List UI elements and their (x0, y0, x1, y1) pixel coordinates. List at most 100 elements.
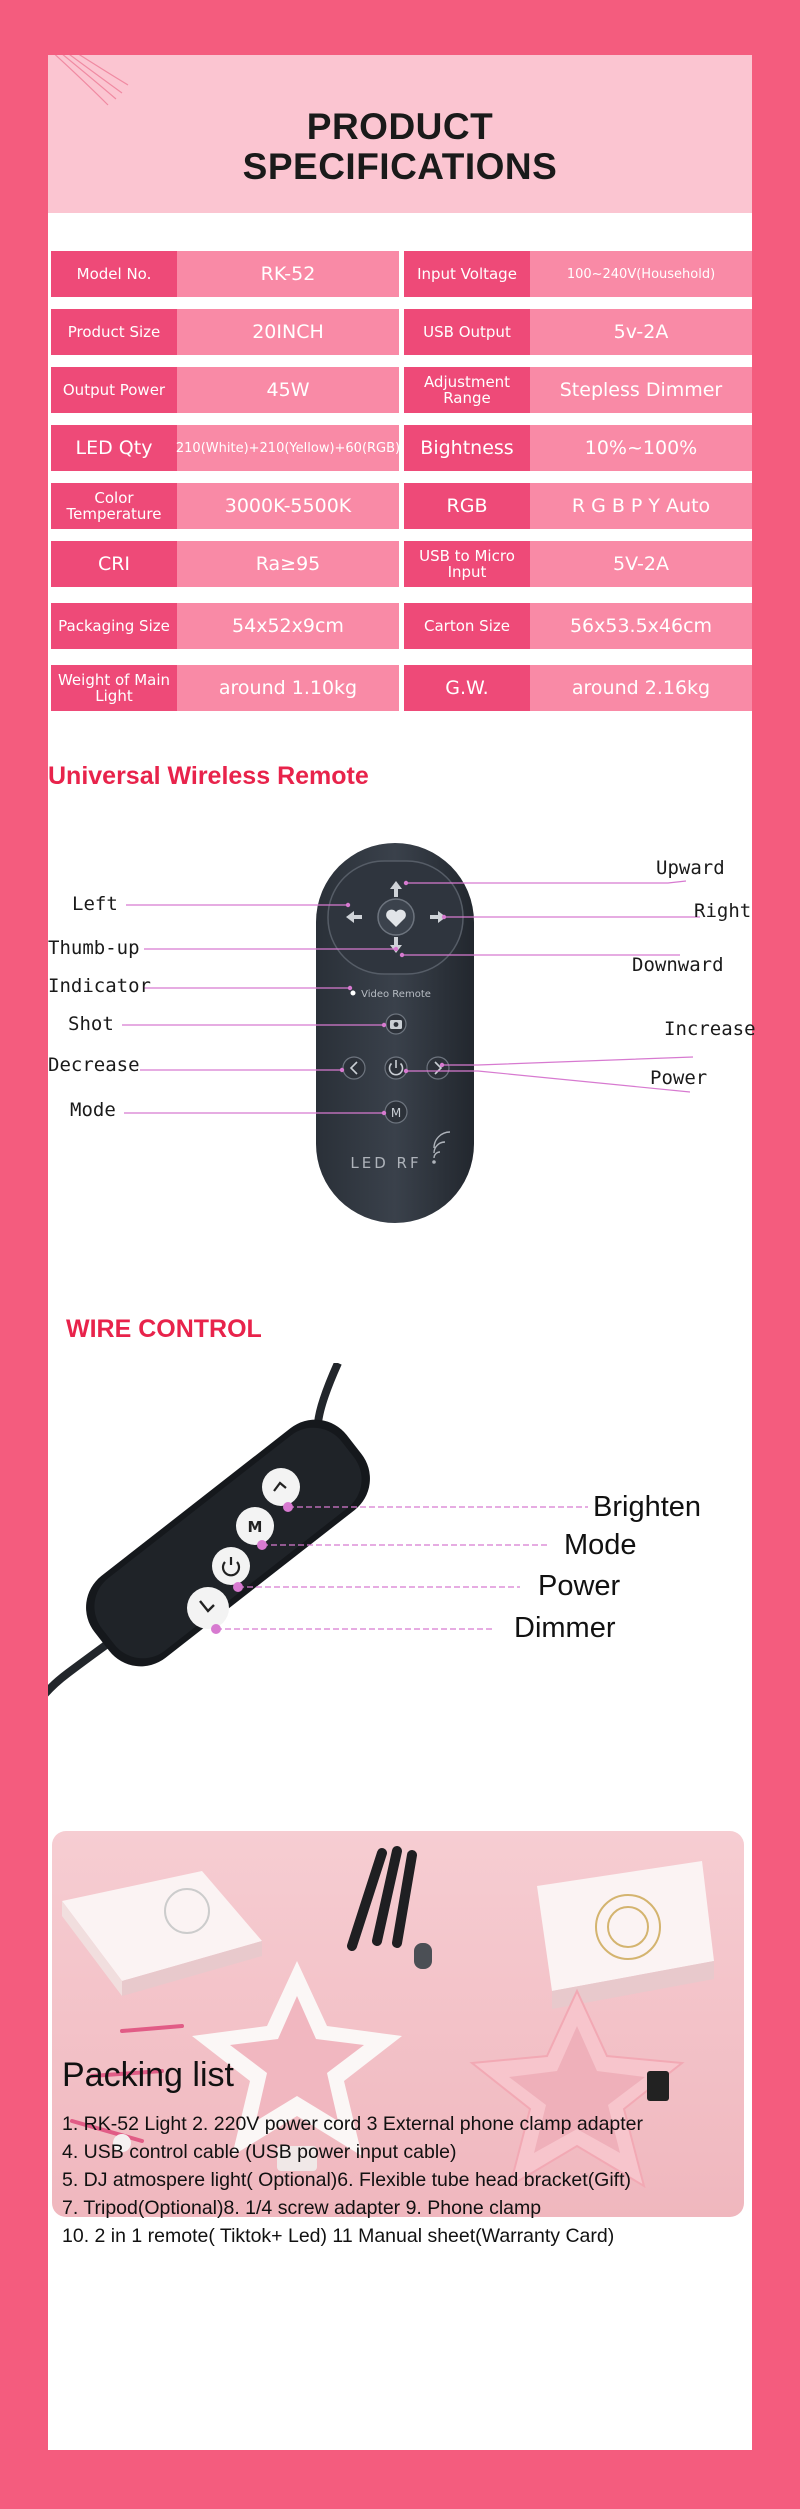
spec-label: G.W. (404, 665, 530, 711)
callout-left: Left (72, 893, 118, 915)
callout-indicator: Indicator (48, 975, 151, 997)
leaf-decoration-icon (54, 55, 129, 106)
spec-row: Packaging Size 54x52x9cm Carton Size 56x… (48, 603, 752, 649)
wire-controller-body (86, 1419, 370, 1667)
indicator-light (350, 990, 356, 996)
callout-dots (339, 880, 447, 1116)
spec-label: Model No. (51, 251, 177, 297)
spec-value: R G B P Y Auto (530, 483, 752, 529)
packing-list-item: 1. RK-52 Light 2. 220V power cord 3 Exte… (62, 2113, 644, 2135)
page-title: PRODUCT SPECIFICATIONS (48, 107, 752, 187)
mode-m-icon: M (248, 1518, 263, 1536)
callout-brighten: Brighten (593, 1491, 702, 1523)
packing-list: 1. RK-52 Light 2. 220V power cord 3 Exte… (62, 2110, 742, 2250)
remote-section-title: Universal Wireless Remote (48, 762, 369, 790)
chevron-right-icon (434, 1061, 443, 1075)
spec-label: USB Output (404, 309, 530, 355)
page-title-line2: SPECIFICATIONS (242, 146, 558, 187)
spec-value: 45W (177, 367, 399, 413)
spec-row: Color Temperature 3000K-5500K RGB R G B … (48, 483, 752, 529)
spec-row: Model No. RK-52 Input Voltage 100~240V(H… (48, 251, 752, 297)
spec-row: Product Size 20INCH USB Output 5v-2A (48, 309, 752, 355)
spec-label: Carton Size (404, 603, 530, 649)
power-icon (388, 1060, 404, 1076)
spec-value: 210(White)+210(Yellow)+60(RGB) (176, 425, 400, 471)
wire-section-title: WIRE CONTROL (66, 1315, 262, 1343)
packing-list-item: 4. USB control cable (USB power input ca… (62, 2141, 457, 2163)
header-banner: PRODUCT SPECIFICATIONS (48, 55, 752, 213)
spec-value: 3000K-5500K (177, 483, 399, 529)
callout-shot: Shot (68, 1013, 114, 1035)
power-icon (221, 1557, 241, 1577)
product-box-right (537, 1861, 714, 2009)
packing-list-item: 5. DJ atmospere light( Optional)6. Flexi… (62, 2169, 632, 2191)
remote-device-label: Video Remote (361, 989, 431, 1000)
content-panel: Model No. RK-52 Input Voltage 100~240V(H… (48, 213, 756, 2450)
spec-label: USB to Micro Input (404, 541, 530, 587)
callout-thumb-up: Thumb-up (48, 937, 140, 959)
spec-value: 10%~100% (530, 425, 752, 471)
decrease-button (342, 1056, 366, 1080)
callout-increase: Increase (664, 1018, 756, 1040)
callout-power: Power (650, 1067, 708, 1089)
chevron-left-icon (349, 1061, 358, 1075)
wire-control-diagram: M (48, 1363, 588, 1697)
spec-label: CRI (51, 541, 177, 587)
packing-list-title: Packing list (62, 2056, 234, 2094)
spec-row: CRI Ra≥95 USB to Micro Input 5V-2A (48, 541, 752, 587)
tripod (347, 1846, 417, 1951)
power-button-wire (212, 1547, 250, 1585)
spec-label: Weight of Main Light (51, 665, 177, 711)
spec-label: Color Temperature (51, 483, 177, 529)
spec-value: 54x52x9cm (177, 603, 399, 649)
accessories (70, 2024, 184, 2143)
spec-value: around 1.10kg (177, 665, 399, 711)
brighten-button (262, 1468, 300, 1506)
callout-wire-power: Power (538, 1570, 621, 1602)
remote-diagram: Video Remote M LED RF (122, 843, 700, 1223)
spec-label: Product Size (51, 309, 177, 355)
callout-decrease: Decrease (48, 1054, 140, 1076)
spec-label: Packaging Size (51, 603, 177, 649)
spec-row: Output Power 45W Adjustment Range Steple… (48, 367, 752, 413)
mode-m-icon: M (391, 1106, 401, 1120)
spec-label: Bightness (404, 425, 530, 471)
spec-label: RGB (404, 483, 530, 529)
spec-label: Adjustment Range (404, 367, 530, 413)
mode-button-wire (236, 1507, 274, 1545)
phone-clamp (414, 1943, 432, 1969)
dimmer-icon (199, 1600, 215, 1613)
spec-value: 56x53.5x46cm (530, 603, 752, 649)
callout-right: Right (694, 900, 752, 922)
spec-row: LED Qty 210(White)+210(Yellow)+60(RGB) B… (48, 425, 752, 471)
spec-row: Weight of Main Light around 1.10kg G.W. … (48, 665, 752, 711)
spec-label: Input Voltage (404, 251, 530, 297)
callout-upward: Upward (656, 857, 725, 879)
up-arrow-icon (390, 881, 402, 897)
spec-value: RK-52 (177, 251, 399, 297)
spec-value: 5v-2A (530, 309, 752, 355)
callout-lines (122, 880, 700, 1114)
spec-label: LED Qty (51, 425, 177, 471)
spec-value: 20INCH (177, 309, 399, 355)
increase-button (426, 1056, 450, 1080)
wireless-icon (433, 1131, 451, 1159)
brighten-icon (273, 1481, 287, 1492)
callout-wire-mode: Mode (564, 1529, 637, 1561)
spec-label: Output Power (51, 367, 177, 413)
wire-callout-lines (216, 1506, 588, 1630)
star-light-pink (469, 1988, 685, 2189)
spec-value: Stepless Dimmer (530, 367, 752, 413)
spec-value: 100~240V(Household) (530, 251, 752, 297)
spec-value: Ra≥95 (177, 541, 399, 587)
remote-brand: LED RF (350, 1154, 421, 1172)
wire-buttons: M (187, 1468, 300, 1629)
dimmer-button (187, 1587, 229, 1629)
callout-downward: Downward (632, 954, 724, 976)
heart-icon (386, 909, 406, 927)
spec-value: around 2.16kg (530, 665, 752, 711)
packing-list-item: 10. 2 in 1 remote( Tiktok+ Led) 11 Manua… (62, 2225, 615, 2247)
left-arrow-icon (346, 911, 362, 923)
product-box-left (62, 1871, 262, 1996)
